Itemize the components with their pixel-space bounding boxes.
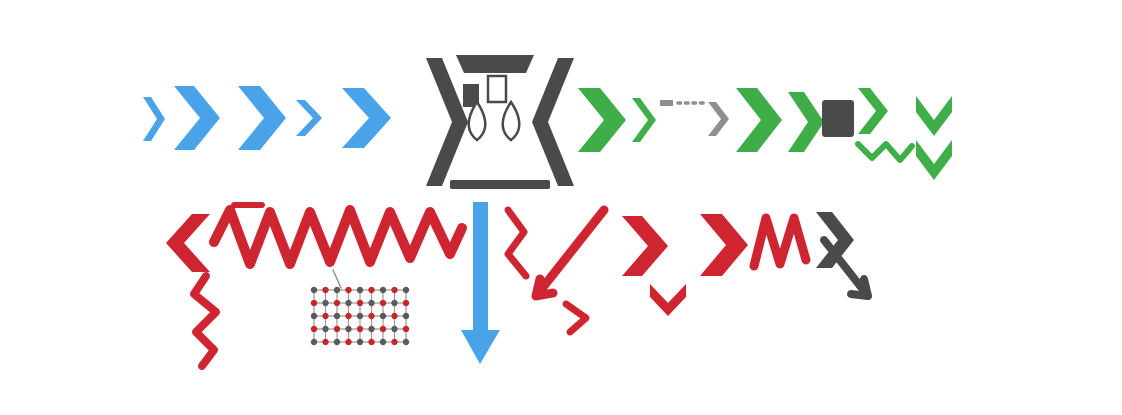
green-arrow-icon [736, 88, 782, 152]
lattice-atom [333, 299, 341, 307]
lattice-atom [368, 325, 375, 333]
lattice-atom [368, 312, 375, 320]
red-left-arrow-icon [166, 214, 210, 272]
lattice-atom [322, 286, 329, 294]
lattice-atom [391, 312, 398, 320]
lattice-pointer-line [332, 269, 342, 289]
lattice-atom [356, 286, 364, 294]
dark-diagonal-arrow [820, 236, 872, 300]
lattice-atom [391, 286, 398, 294]
lattice-atom [368, 286, 375, 294]
lattice-atom [310, 338, 318, 346]
green-fragment-icon [858, 88, 888, 134]
blue-fragment-icon [296, 100, 322, 136]
lattice-atom [391, 338, 398, 346]
red-polymer-chain [209, 205, 467, 269]
sample-vial [486, 74, 508, 104]
lattice-atom [345, 299, 352, 307]
furnace-lid [456, 55, 534, 73]
crystal-lattice [310, 286, 410, 346]
green-zigzag-molecule [855, 141, 915, 163]
equals-dash-icon [660, 100, 673, 106]
lattice-atom [402, 312, 410, 320]
green-arrow-icon [788, 92, 824, 152]
red-diagonal-arrow-shaft [531, 205, 609, 301]
red-down-chevron-icon [650, 284, 686, 316]
droplet-icon [501, 99, 521, 142]
lattice-atom [322, 312, 329, 320]
red-diagonal-arrow [531, 205, 609, 301]
lattice-atom [379, 325, 387, 333]
lattice-atom [379, 338, 387, 346]
lattice-atom [356, 299, 364, 307]
top-reaction-row [143, 55, 952, 189]
lattice-atom [379, 312, 387, 320]
green-arrow-icon [578, 88, 626, 152]
bottom-reaction-row [166, 202, 872, 370]
lattice-atom [345, 286, 352, 294]
lattice-atom [402, 338, 410, 346]
lattice-atom [391, 299, 398, 307]
lattice-atom [345, 338, 352, 346]
dark-square-sample [822, 100, 854, 137]
furnace-right-wall [532, 58, 574, 186]
gray-arrow-icon [708, 102, 729, 136]
lattice-atom [356, 325, 364, 333]
blue-down-arrow-head [461, 330, 500, 364]
green-down-arrow-icon [916, 140, 952, 180]
dark-diagonal-arrow-head [847, 275, 872, 300]
red-arrow-icon [700, 214, 748, 276]
lattice-atom [310, 299, 318, 307]
lattice-atom [310, 325, 318, 333]
dark-diagonal-arrow-shaft [820, 236, 872, 300]
furnace-icon [426, 55, 574, 189]
lattice-atom [345, 325, 352, 333]
lattice-atom [368, 299, 375, 307]
blue-fragment-icon [143, 97, 165, 141]
lattice-atom [356, 338, 364, 346]
furnace-base [450, 180, 550, 189]
lattice-atom [402, 325, 410, 333]
green-fragment-icon [632, 98, 656, 142]
lattice-atom [379, 299, 387, 307]
lattice-atom [379, 286, 387, 294]
lattice-atom [402, 299, 410, 307]
green-down-arrow-icon [916, 96, 952, 136]
lattice-atom [356, 312, 364, 320]
lattice-atom [322, 299, 329, 307]
lattice-atom [333, 312, 341, 320]
lattice-atom [345, 312, 352, 320]
lattice-atom [368, 338, 375, 346]
lattice-atom [310, 312, 318, 320]
red-diagonal-arrow-head [531, 274, 558, 301]
lattice-atom [333, 286, 341, 294]
blue-arrow-icon [342, 88, 391, 148]
red-arrow-icon [622, 216, 668, 276]
red-vertical-chain [190, 272, 220, 370]
lattice-atom [322, 338, 329, 346]
red-zigzag-fragment [749, 213, 811, 271]
lattice-atom [402, 286, 410, 294]
furnace-left-wall [426, 58, 468, 186]
blue-arrow-icon [238, 86, 286, 150]
sample-block [463, 84, 479, 107]
lattice-atom [322, 325, 329, 333]
lattice-atom [310, 286, 318, 294]
blue-arrow-icon [174, 86, 220, 150]
red-zigzag-fragment [504, 206, 530, 280]
droplet-icon [467, 99, 487, 142]
lattice-atom [333, 338, 341, 346]
blue-down-arrow [461, 202, 500, 364]
red-zigzag-fragment [562, 300, 590, 336]
blue-down-arrow-shaft [473, 202, 488, 332]
lattice-atom [391, 325, 398, 333]
lattice-atom [333, 325, 341, 333]
